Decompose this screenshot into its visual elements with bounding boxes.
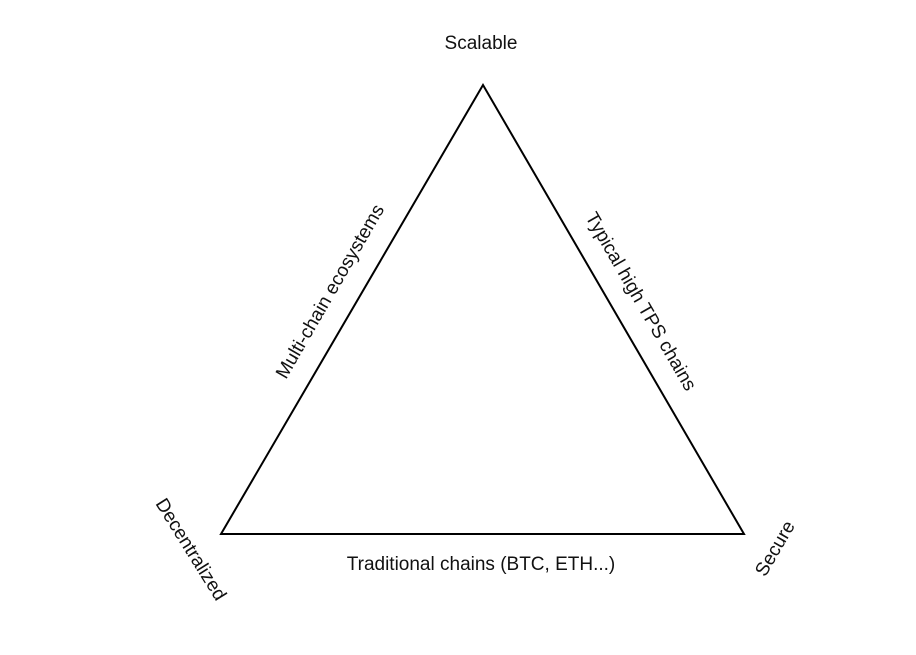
vertex-label-scalable: Scalable [445,33,518,54]
edge-label-traditional: Traditional chains (BTC, ETH...) [347,554,616,575]
vertex-label-decentralized: Decentralized [151,495,230,605]
triangle [219,83,746,535]
edge-label-high-tps: Typical high TPS chains [581,209,700,395]
edge-label-multi-chain: Multi-chain ecosystems [272,201,389,382]
vertex-label-secure: Secure [751,517,799,580]
